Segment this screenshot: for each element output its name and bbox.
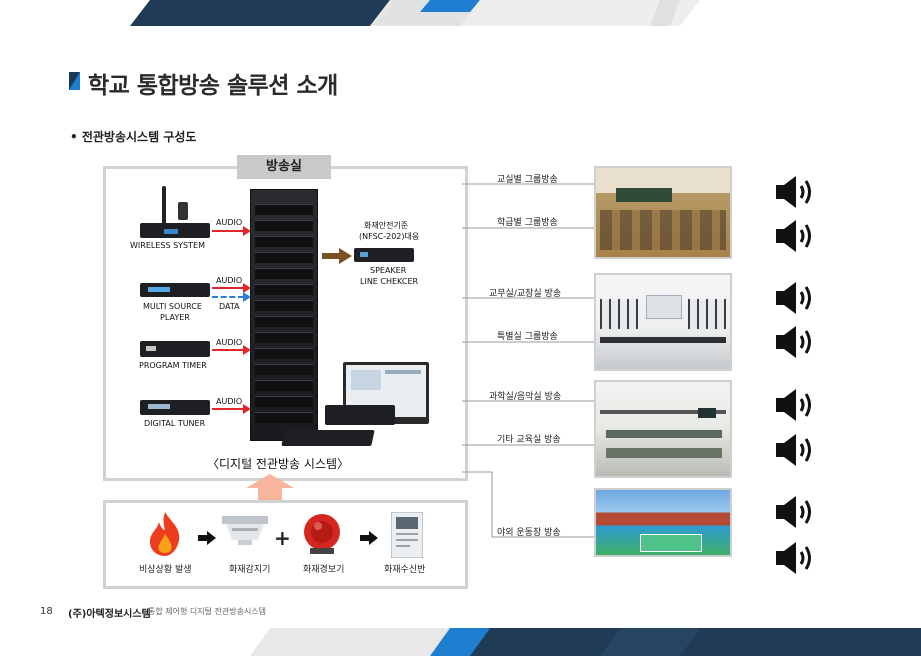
digital-tuner-label: DIGITAL TUNER bbox=[144, 419, 206, 428]
broadcast-room-tab: 방송실 bbox=[237, 155, 331, 179]
multi-source-audio-label: AUDIO bbox=[216, 276, 243, 285]
speaker-icon-science-music bbox=[776, 388, 816, 422]
fire-safety-standard-label-line2: (NFSC-202)대응 bbox=[359, 232, 420, 241]
page-title: 학교 통합방송 솔루션 소개 bbox=[88, 73, 338, 99]
page-number: 18 bbox=[40, 606, 53, 617]
digital-system-caption: 〈디지털 전관방송 시스템〉 bbox=[207, 457, 350, 471]
speaker-icon-outdoor-2 bbox=[776, 541, 816, 575]
wireless-audio-arrow bbox=[212, 230, 244, 232]
broadcast-rack-cabinet bbox=[250, 189, 318, 441]
title-marker-icon bbox=[69, 72, 80, 90]
fire-chain-label-emergency: 비상상황 발생 bbox=[139, 565, 192, 575]
outdoor-field-photo bbox=[594, 488, 732, 557]
speaker-line-checker-device bbox=[354, 248, 414, 262]
speaker-icon-classroom bbox=[776, 175, 816, 209]
wireless-audio-arrowhead bbox=[243, 226, 251, 236]
program-timer-audio-arrow bbox=[212, 349, 244, 351]
fire-chain-label-detector: 화재감지기 bbox=[229, 565, 271, 575]
top-decorative-bar bbox=[130, 0, 700, 26]
wireless-system-label: WIRELESS SYSTEM bbox=[130, 241, 205, 250]
program-timer-device bbox=[140, 341, 210, 357]
speaker-icon-other-room bbox=[776, 433, 816, 467]
wireless-receiver-device bbox=[140, 186, 210, 238]
program-timer-audio-label: AUDIO bbox=[216, 338, 243, 347]
fire-flame-icon bbox=[145, 512, 185, 560]
multi-source-audio-arrowhead bbox=[243, 283, 251, 293]
digital-tuner-audio-arrowhead bbox=[243, 404, 251, 414]
multi-source-data-label: DATA bbox=[219, 302, 240, 311]
zone-label-science-music: 과학실/음악실 방송 bbox=[489, 392, 562, 402]
speaker-icon-grade bbox=[776, 219, 816, 253]
product-description: 통합 제어형 디지털 전관방송시스템 bbox=[148, 607, 267, 616]
program-timer-audio-arrowhead bbox=[243, 345, 251, 355]
multi-source-audio-arrow bbox=[212, 287, 244, 289]
digital-tuner-audio-label: AUDIO bbox=[216, 397, 243, 406]
company-name: (주)아텍정보시스템 bbox=[68, 609, 151, 620]
digital-tuner-audio-arrow bbox=[212, 408, 244, 410]
fire-receiver-panel-icon bbox=[390, 511, 424, 562]
zone-wiring-lines bbox=[462, 183, 595, 538]
paging-console-device bbox=[325, 405, 395, 425]
arrow-right-icon-2 bbox=[360, 530, 378, 549]
zone-label-classroom: 교실별 그룹방송 bbox=[497, 175, 558, 185]
speaker-icon-outdoor-1 bbox=[776, 495, 816, 529]
science-room-photo bbox=[594, 380, 732, 478]
wireless-audio-label: AUDIO bbox=[216, 218, 243, 227]
paging-microphone-console bbox=[281, 430, 375, 446]
arrow-right-icon bbox=[198, 530, 216, 549]
speaker-icon-staff-office bbox=[776, 281, 816, 315]
speaker-line-checker-label-line1: SPEAKER bbox=[370, 266, 407, 275]
multi-source-data-arrow bbox=[212, 296, 244, 298]
speaker-line-checker-label-line2: LINE CHEKCER bbox=[360, 277, 419, 286]
zone-label-special-room: 특별실 그룹방송 bbox=[497, 332, 558, 342]
multi-source-player-label-line2: PLAYER bbox=[160, 313, 190, 322]
zone-label-other-room: 기타 교육실 방송 bbox=[497, 435, 561, 445]
feed-arrow-icon bbox=[322, 248, 352, 268]
multi-source-player-device bbox=[140, 283, 210, 297]
fire-to-system-arrow bbox=[246, 474, 294, 504]
section-subtitle: • 전관방송시스템 구성도 bbox=[70, 130, 197, 144]
bottom-decorative-bar bbox=[250, 628, 921, 656]
multi-source-data-arrowhead bbox=[243, 292, 251, 302]
fire-chain-label-receiver: 화재수신반 bbox=[384, 565, 426, 575]
zone-label-grade: 학급별 그룹방송 bbox=[497, 218, 558, 228]
fire-alarm-bell-icon bbox=[300, 512, 344, 560]
fire-chain-label-alarm: 화재경보기 bbox=[303, 565, 345, 575]
plus-icon: + bbox=[274, 526, 291, 550]
zone-label-staff-office: 교무실/교장실 방송 bbox=[489, 289, 562, 299]
fire-detector-icon bbox=[222, 516, 268, 550]
fire-safety-standard-label-line1: 화재안전기준 bbox=[364, 221, 409, 230]
zone-label-outdoor-field: 야외 운동장 방송 bbox=[497, 528, 561, 538]
multi-source-player-label-line1: MULTI SOURCE bbox=[143, 302, 202, 311]
classroom-photo bbox=[594, 166, 732, 259]
program-timer-label: PROGRAM TIMER bbox=[139, 361, 207, 370]
digital-tuner-device bbox=[140, 400, 210, 415]
speaker-icon-special-room bbox=[776, 325, 816, 359]
office-photo bbox=[594, 273, 732, 371]
